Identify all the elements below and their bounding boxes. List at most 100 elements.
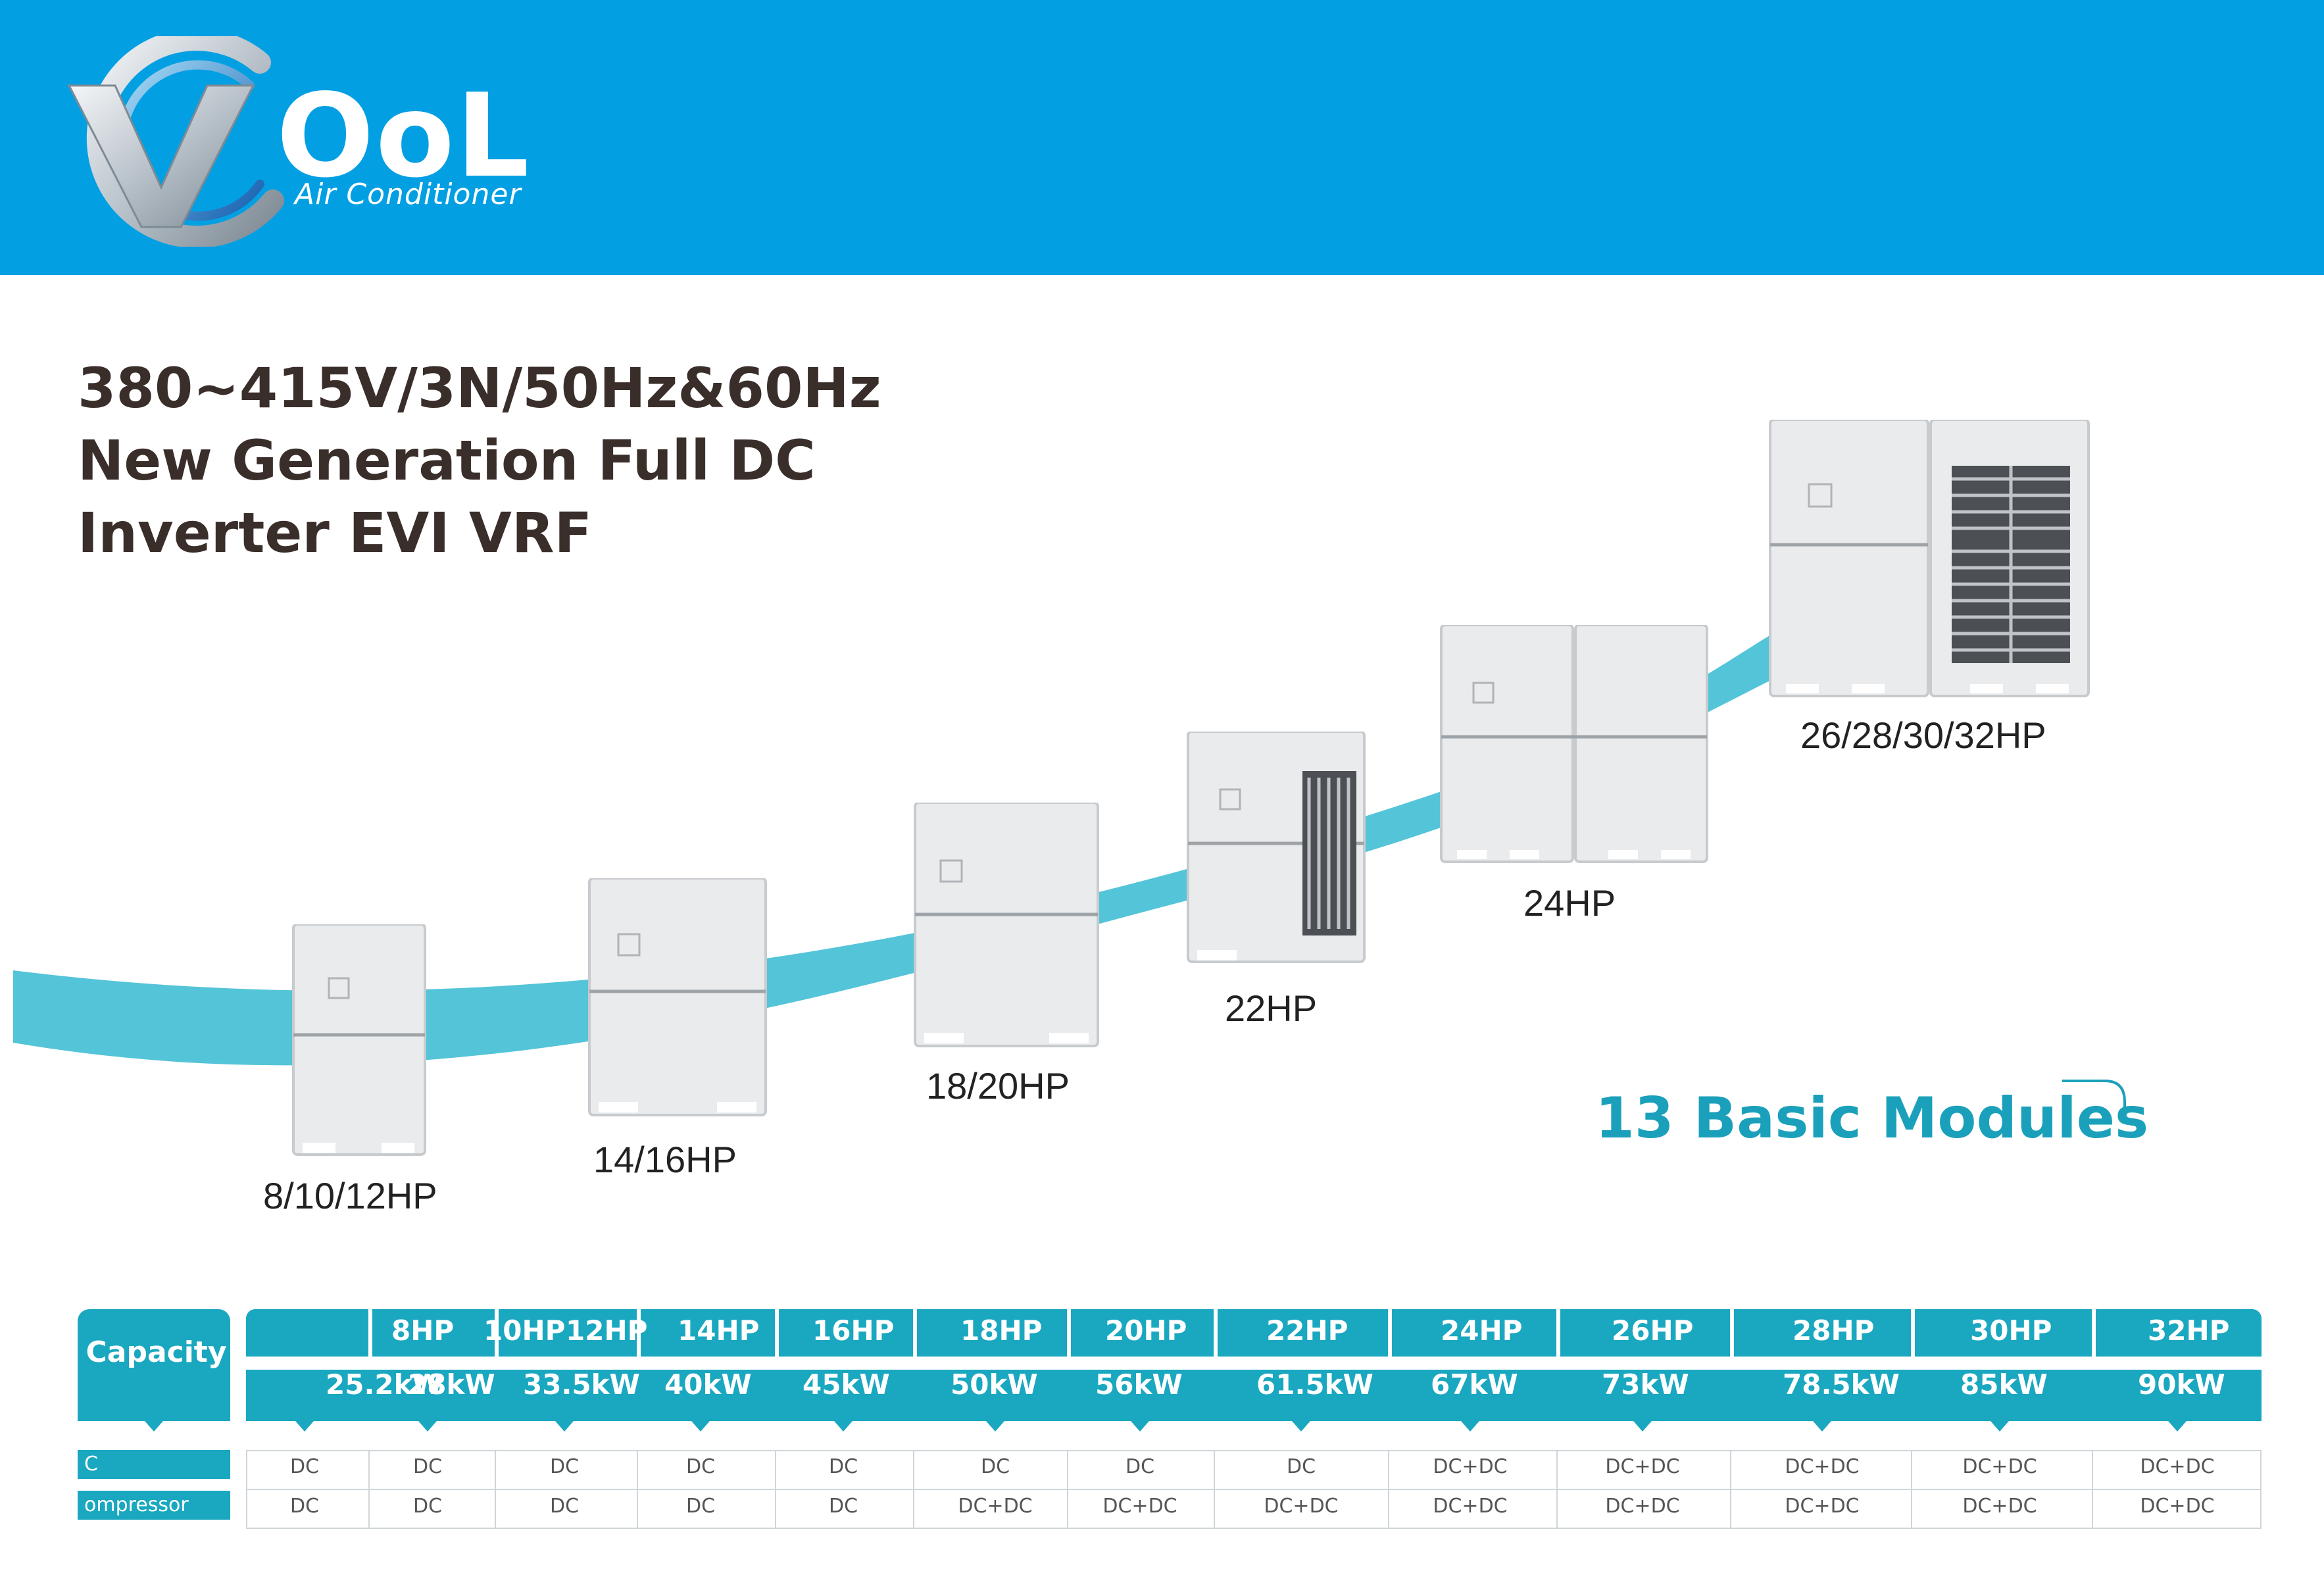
unit-8-12hp-image	[292, 924, 426, 1156]
column-pointer-icon	[834, 1421, 853, 1432]
compressor-cell: DC+DC	[1605, 1455, 1680, 1478]
kw-header-cell: 50kW	[951, 1368, 1038, 1401]
column-pointer-icon	[2168, 1421, 2187, 1432]
hp-header-cell: 30HP	[1970, 1314, 2052, 1347]
hp-header-cell: 22HP	[1266, 1314, 1348, 1347]
title-line-3: Inverter EVI VRF	[78, 501, 592, 565]
hp-header-row	[246, 1309, 2262, 1357]
grid-row-divider	[246, 1489, 2262, 1490]
unit-label-24hp: 24HP	[1523, 882, 1616, 924]
hp-header-cell: 26HP	[1612, 1314, 1694, 1347]
compressor-cell: DC	[980, 1455, 1010, 1478]
hp-separator	[495, 1309, 499, 1357]
compressor-cell: DC	[685, 1455, 716, 1478]
logo-text: OoL	[276, 70, 531, 203]
compressor-cell: DC+DC	[1433, 1495, 1508, 1518]
kw-header-cell: 40kW	[664, 1368, 752, 1401]
title-line-2: New Generation Full DC	[78, 428, 816, 493]
unit-22hp-image	[1187, 732, 1366, 963]
logo-subtitle: Air Conditioner	[295, 178, 522, 211]
hp-header-cell: 10HP	[483, 1314, 566, 1347]
compressor-cell: DC+DC	[2140, 1495, 2215, 1518]
kw-header-cell: 73kW	[1602, 1368, 1689, 1401]
hp-separator	[1388, 1309, 1392, 1357]
kw-header-cell: 85kW	[1960, 1368, 2048, 1401]
compressor-cell: DC	[1125, 1455, 1155, 1478]
kw-header-cell: 90kW	[2138, 1368, 2225, 1401]
kw-header-cell: 25.2kW	[326, 1368, 443, 1401]
column-pointer-icon	[1461, 1421, 1479, 1432]
column-pointer-icon	[1131, 1421, 1149, 1432]
kw-header-cell: 61.5kW	[1256, 1368, 1373, 1401]
hp-header-cell: 32HP	[2148, 1314, 2230, 1347]
column-pointer-icon	[1633, 1421, 1652, 1432]
kw-header-cell: 28kW	[408, 1368, 495, 1401]
compressor-label-2: ompressor	[78, 1491, 230, 1520]
kw-header-cell: 56kW	[1095, 1368, 1183, 1401]
unit-label-8-12hp: 8/10/12HP	[263, 1175, 437, 1216]
kw-header-cell: 67kW	[1431, 1368, 1518, 1401]
unit-18-20hp-image	[914, 803, 1099, 1047]
hp-separator	[1730, 1309, 1734, 1357]
compressor-cell: DC+DC	[1264, 1495, 1339, 1518]
compressor-cell: DC	[1286, 1455, 1316, 1478]
hp-separator	[1911, 1309, 1915, 1357]
compressor-cell: DC+DC	[1962, 1455, 2037, 1478]
kw-header-cell: 45kW	[803, 1368, 890, 1401]
column-pointer-icon	[295, 1421, 314, 1432]
modules-accent-icon	[2062, 1080, 2126, 1114]
column-pointer-icon	[1813, 1421, 1831, 1432]
hp-separator	[913, 1309, 917, 1357]
unit-14-16hp-image	[588, 878, 767, 1116]
unit-26-32hp-image	[1769, 420, 2090, 697]
vcool-logo-icon	[67, 36, 284, 247]
column-pointer-icon	[555, 1421, 574, 1432]
hp-header-cell: 20HP	[1105, 1314, 1187, 1347]
kw-header-cell: 78.5kW	[1783, 1368, 1900, 1401]
column-pointer-icon	[986, 1421, 1004, 1432]
capacity-pointer-icon	[145, 1421, 163, 1432]
hp-separator	[2092, 1309, 2096, 1357]
kw-header-cell: 33.5kW	[523, 1368, 640, 1401]
hp-separator	[1067, 1309, 1071, 1357]
hp-header-cell: 24HP	[1441, 1314, 1523, 1347]
modules-heading: 13 Basic Modules	[1595, 1085, 2149, 1151]
hp-header-cell: 28HP	[1792, 1314, 1875, 1347]
compressor-cell: DC	[412, 1455, 443, 1478]
unit-label-26-32hp: 26/28/30/32HP	[1800, 714, 2046, 756]
column-pointer-icon	[691, 1421, 710, 1432]
compressor-cell: DC	[549, 1495, 580, 1518]
compressor-cell: DC+DC	[1962, 1495, 2037, 1518]
hp-separator	[637, 1309, 641, 1357]
compressor-cell: DC+DC	[1605, 1495, 1680, 1518]
compressor-cell: DC+DC	[1433, 1455, 1508, 1478]
page-title: 380~415V/3N/50Hz&60Hz New Generation Ful…	[78, 352, 881, 569]
compressor-cell: DC+DC	[1785, 1455, 1860, 1478]
column-pointer-icon	[1292, 1421, 1310, 1432]
hp-header-cell: 16HP	[812, 1314, 895, 1347]
compressor-cell: DC	[549, 1455, 580, 1478]
hp-separator	[368, 1309, 372, 1357]
hp-header-cell: 8HP	[391, 1314, 455, 1347]
unit-label-22hp: 22HP	[1225, 987, 1318, 1029]
compressor-cell: DC	[828, 1495, 858, 1518]
hp-header-cell: 14HP	[678, 1314, 760, 1347]
capacity-label: Capacity	[86, 1335, 227, 1369]
unit-24hp-image	[1440, 625, 1708, 863]
column-pointer-icon	[418, 1421, 437, 1432]
hp-separator	[1556, 1309, 1560, 1357]
hp-header-cell: 18HP	[960, 1314, 1043, 1347]
compressor-cell: DC+DC	[2140, 1455, 2215, 1478]
title-line-1: 380~415V/3N/50Hz&60Hz	[78, 356, 881, 420]
header-banner	[0, 0, 2324, 275]
kw-header-row	[246, 1370, 2262, 1421]
hp-separator	[1214, 1309, 1218, 1357]
compressor-label-1: C	[78, 1450, 230, 1479]
compressor-cell: DC+DC	[958, 1495, 1033, 1518]
column-pointer-icon	[1990, 1421, 2009, 1432]
unit-label-18-20hp: 18/20HP	[926, 1065, 1070, 1107]
compressor-cell: DC	[289, 1455, 320, 1478]
capacity-header-box	[78, 1309, 230, 1421]
compressor-cell: DC	[412, 1495, 443, 1518]
